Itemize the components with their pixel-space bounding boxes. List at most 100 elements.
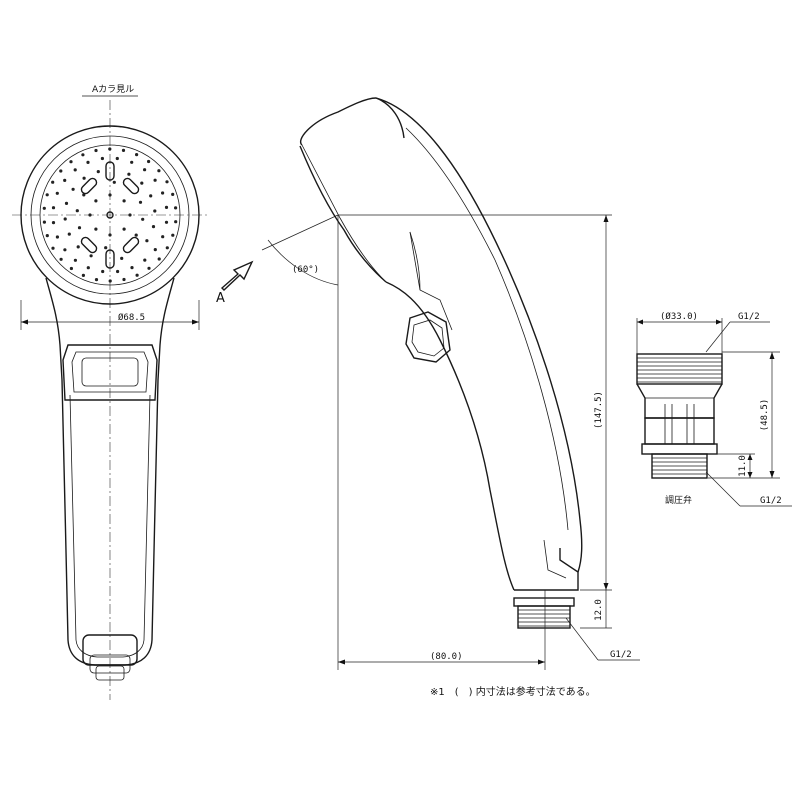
nozzle-hole: [164, 220, 169, 224]
nozzle-hole: [108, 193, 112, 197]
nozzle-hole: [130, 160, 134, 164]
adapter-detail: (Ø33.0) G1/2 (48.5) 11.0 G1/2: [636, 311, 792, 507]
dim-head-diameter: Ø68.5: [118, 312, 145, 323]
dim-connector-height: 12.0: [594, 599, 604, 621]
nozzle-hole: [64, 201, 69, 205]
nozzle-hole: [130, 266, 134, 270]
nozzle-hole: [42, 220, 47, 224]
nozzle-hole: [116, 269, 120, 274]
nozzle-hole: [108, 147, 112, 151]
nozzle-hole: [112, 180, 116, 184]
nozzle-hole: [121, 148, 126, 152]
nozzle-hole: [69, 266, 73, 271]
head-outer-circle: [20, 125, 200, 305]
nozzle-hole: [81, 273, 85, 277]
footnote: ※1 ( ) 内寸法は参考寸法である。: [430, 685, 596, 698]
nozzle-hole: [108, 233, 112, 237]
nozzle-hole: [51, 246, 55, 250]
view-arrow: A: [216, 260, 254, 306]
nozzle-hole: [171, 233, 175, 237]
nozzle-hole: [149, 194, 153, 198]
nozzle-hole: [63, 217, 67, 221]
nozzle-hole: [165, 246, 169, 250]
nozzle-hole: [73, 168, 77, 172]
front-view: Aカラ見ル: [12, 84, 210, 700]
nozzle-hole: [94, 278, 99, 282]
nozzle-hole: [143, 168, 147, 172]
nozzle-hole: [88, 213, 92, 217]
nozzle-hole: [135, 273, 139, 277]
nozzle-hole: [96, 170, 100, 174]
nozzle-hole: [140, 181, 144, 185]
nozzle-hole: [77, 226, 82, 230]
nozzle-hole: [94, 199, 98, 203]
nozzle-hole: [42, 206, 46, 210]
nozzle-hole: [55, 235, 60, 239]
nozzle-hole: [122, 199, 126, 203]
nozzle-hole: [153, 248, 157, 252]
nozzle-hole: [51, 206, 56, 210]
nozzle-hole: [165, 180, 169, 184]
nozzle-hole: [174, 220, 178, 224]
nozzle-hole: [45, 234, 49, 238]
handle-side-outline: [375, 97, 583, 573]
nozzle-hole: [86, 160, 90, 164]
dim-thread-bottom: G1/2: [610, 650, 632, 660]
nozzle-hole: [153, 209, 157, 213]
dim-adapter-thread-len: 11.0: [738, 455, 748, 477]
nozzle-hole: [138, 200, 143, 204]
nozzle-hole: [94, 148, 98, 153]
nozzle-hole: [75, 209, 79, 213]
nozzle-hole: [45, 193, 49, 197]
nozzle-hole: [94, 227, 98, 231]
side-view: (60°) (147.5) 12.0 (80.0) G1/2: [261, 97, 640, 670]
nozzle-hole: [161, 191, 165, 195]
dim-adapter-thread-top: G1/2: [738, 312, 760, 322]
nozzle-hole: [59, 169, 63, 173]
nozzle-hole: [153, 178, 157, 182]
side-button: [405, 311, 451, 363]
nozzle-hole: [122, 227, 126, 231]
nozzle-hole: [63, 248, 67, 252]
nozzle-hole: [127, 172, 131, 176]
nozzle-hole: [135, 153, 139, 157]
dim-angle: (60°): [292, 265, 319, 275]
nozzle-hole: [82, 176, 86, 180]
nozzle-hole: [115, 156, 119, 161]
nozzle-hole: [157, 169, 161, 173]
nozzle-hole: [108, 279, 112, 283]
dim-adapter-height: (48.5): [760, 399, 770, 432]
dim-adapter-thread-bottom: G1/2: [760, 496, 782, 506]
nozzle-hole: [151, 225, 156, 229]
dim-adapter-diameter: (Ø33.0): [660, 311, 698, 322]
nozzle-hole: [134, 233, 138, 237]
nozzle-hole: [174, 206, 178, 210]
nozzle-hole: [63, 178, 67, 182]
adapter-collar: [636, 353, 723, 385]
nozzle-hole: [164, 205, 169, 209]
nozzle-hole: [67, 232, 71, 236]
nozzle-hole: [71, 187, 75, 191]
nozzle-hole: [128, 213, 132, 217]
nozzle-hole: [147, 266, 151, 270]
nozzle-hole: [89, 254, 93, 258]
view-arrow-letter: A: [216, 291, 225, 306]
nozzle-pattern: [42, 147, 178, 283]
nozzle-hole: [86, 266, 90, 270]
valve-label: 調圧弁: [665, 494, 692, 506]
head-face: [299, 97, 405, 146]
nozzle-hole: [145, 239, 149, 243]
nozzle-hole: [161, 235, 165, 239]
nozzle-hole: [51, 221, 56, 225]
nozzle-hole: [59, 257, 63, 261]
nozzle-hole: [73, 258, 77, 262]
nozzle-hole: [171, 192, 175, 196]
front-button: [62, 344, 158, 401]
nozzle-hole: [55, 191, 59, 195]
nozzle-hole: [143, 258, 147, 262]
nozzle-hole: [101, 269, 105, 274]
nozzle-hole: [147, 159, 151, 164]
nozzle-hole: [157, 257, 161, 261]
nozzle-hole: [51, 180, 55, 184]
